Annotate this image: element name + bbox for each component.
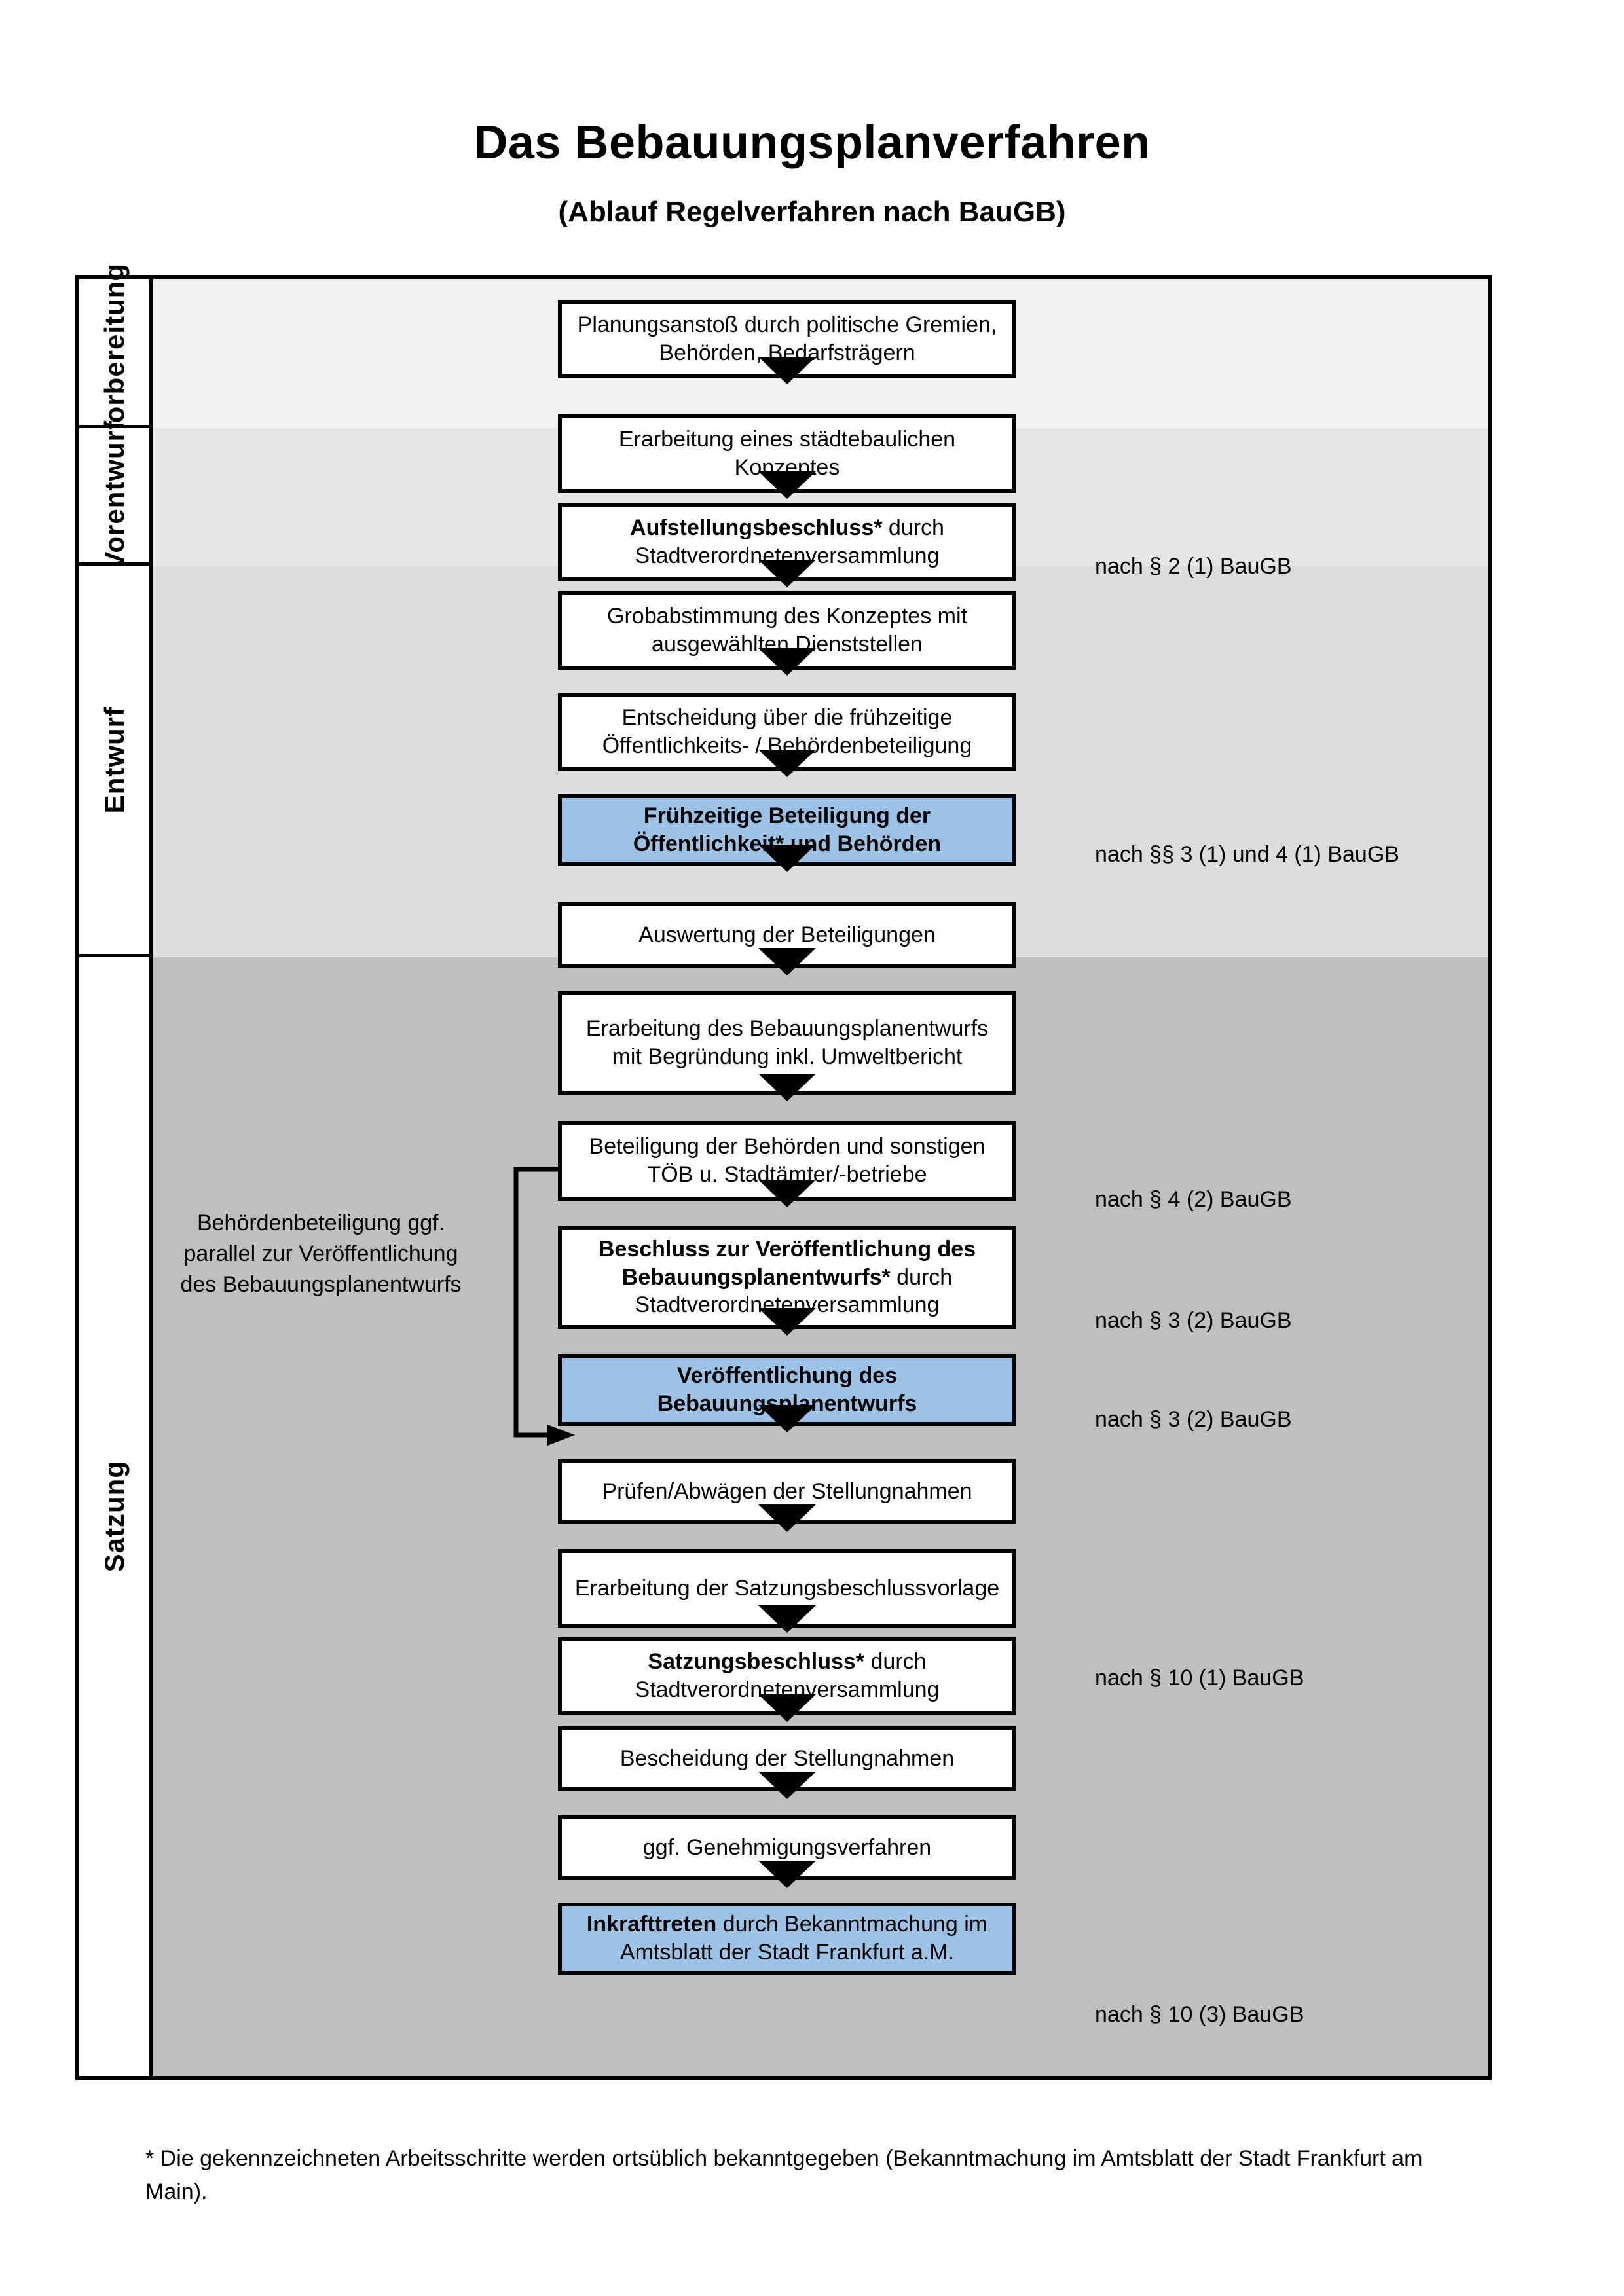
phase-cell-satzung: Satzung (79, 957, 149, 2076)
flow-arrow-9 (758, 1180, 816, 1207)
flow-arrow-14 (758, 1694, 816, 1722)
step-text-erarbeitung-bebauungsplanentwurf: Erarbeitung des Bebauungsplanentwurfs mi… (585, 1016, 989, 1069)
flow-arrow-3 (758, 560, 816, 587)
step-text-staedtebauliches-konzept: Erarbeitung eines städtebaulichen Konzep… (618, 427, 956, 480)
legal-note-par10-3: nach § 10 (3) BauGB (1095, 2002, 1304, 2027)
step-text-bescheidung-stellungnahmen: Bescheidung der Stellungnahmen (619, 1745, 955, 1771)
legal-note-par2-1: nach § 2 (1) BauGB (1095, 554, 1292, 579)
flow-arrow-10 (758, 1308, 816, 1336)
phase-column-divider (149, 279, 153, 2076)
step-box-veroeffentlichung-entwurf[interactable]: Veröffentlichung des Bebauungsplanentwur… (558, 1354, 1016, 1426)
step-text-auswertung-beteiligungen: Auswertung der Beteiligungen (638, 922, 936, 947)
flow-arrow-5 (758, 750, 816, 777)
phase-cell-entwurf: Entwurf (79, 566, 149, 957)
phase-label-entwurf: Entwurf (98, 706, 130, 814)
legal-note-par3-4-1: nach §§ 3 (1) und 4 (1) BauGB (1095, 842, 1399, 867)
step-text-pruefen-abwaegen: Prüfen/Abwägen der Stellungnahmen (602, 1478, 972, 1504)
step-bold-aufstellungsbeschluss: Aufstellungsbeschluss* (630, 515, 883, 541)
page-title: Das Bebauungsplanverfahren (473, 117, 1151, 169)
flow-arrow-4 (758, 648, 816, 676)
flow-arrow-7 (758, 948, 816, 975)
flow-arrow-15 (758, 1772, 816, 1799)
flow-arrow-2 (758, 471, 816, 499)
flow-arrow-11 (758, 1405, 816, 1432)
phase-cell-vorbereitung: Vorbereitung (79, 263, 149, 441)
footnote: * Die gekennzeichneten Arbeitsschritte w… (145, 2146, 1423, 2204)
step-bold-beschluss-veroeffentlichung: Beschluss zur Veröffentlichung des Bebau… (598, 1236, 976, 1290)
legal-note-par4-2: nach § 4 (2) BauGB (1095, 1187, 1292, 1212)
phase-label-vorentwurf: Vorentwurf (98, 420, 130, 570)
step-text-genehmigungsverfahren: ggf. Genehmigungsverfahren (642, 1834, 932, 1860)
page-subtitle: (Ablauf Regelverfahren nach BauGB) (558, 196, 1066, 228)
flow-arrow-16 (758, 1861, 816, 1888)
step-text-grobabstimmung: Grobabstimmung des Konzeptes mit ausgewä… (607, 604, 967, 657)
flow-arrow-8 (758, 1074, 816, 1101)
page-header: Das Bebauungsplanverfahren (Ablauf Regel… (0, 0, 1624, 227)
parallel-loop-arrow (513, 1167, 575, 1446)
side-note-behoerdenbeteiligung: Behördenbeteiligung ggf. parallel zur Ve… (180, 1211, 462, 1297)
step-text-veroeffentlichung-entwurf: Veröffentlichung des Bebauungsplanentwur… (657, 1363, 917, 1416)
step-text-entscheidung-fruehzeitige-beteiligung: Entscheidung über die frühzeitige Öffent… (602, 705, 972, 758)
flow-arrow-13 (758, 1605, 816, 1633)
step-box-inkrafttreten[interactable]: Inkrafttreten durch Bekanntmachung im Am… (558, 1903, 1016, 1975)
flow-arrow-12 (758, 1504, 816, 1532)
phase-label-satzung: Satzung (98, 1461, 130, 1573)
legal-note-par3-2-b: nach § 3 (2) BauGB (1095, 1407, 1292, 1432)
phase-cell-vorentwurf: Vorentwurf (79, 420, 149, 570)
flow-arrow-1 (758, 357, 816, 384)
step-text-erarbeitung-satzungsbeschlussvorlage: Erarbeitung der Satzungsbeschlussvorlage (574, 1575, 1000, 1601)
step-bold-inkrafttreten: Inkrafttreten (586, 1912, 717, 1937)
phase-label-vorbereitung: Vorbereitung (98, 263, 130, 441)
step-bold-satzungsbeschluss: Satzungsbeschluss* (648, 1649, 865, 1675)
step-text-inkrafttreten: durch Bekanntmachung im Amtsblatt der St… (619, 1912, 988, 1965)
legal-note-par10-1: nach § 10 (1) BauGB (1095, 1666, 1304, 1690)
step-box-grobabstimmung[interactable]: Grobabstimmung des Konzeptes mit ausgewä… (558, 591, 1016, 670)
flow-arrow-6 (758, 845, 816, 872)
legal-note-par3-2-a: nach § 3 (2) BauGB (1095, 1308, 1292, 1333)
